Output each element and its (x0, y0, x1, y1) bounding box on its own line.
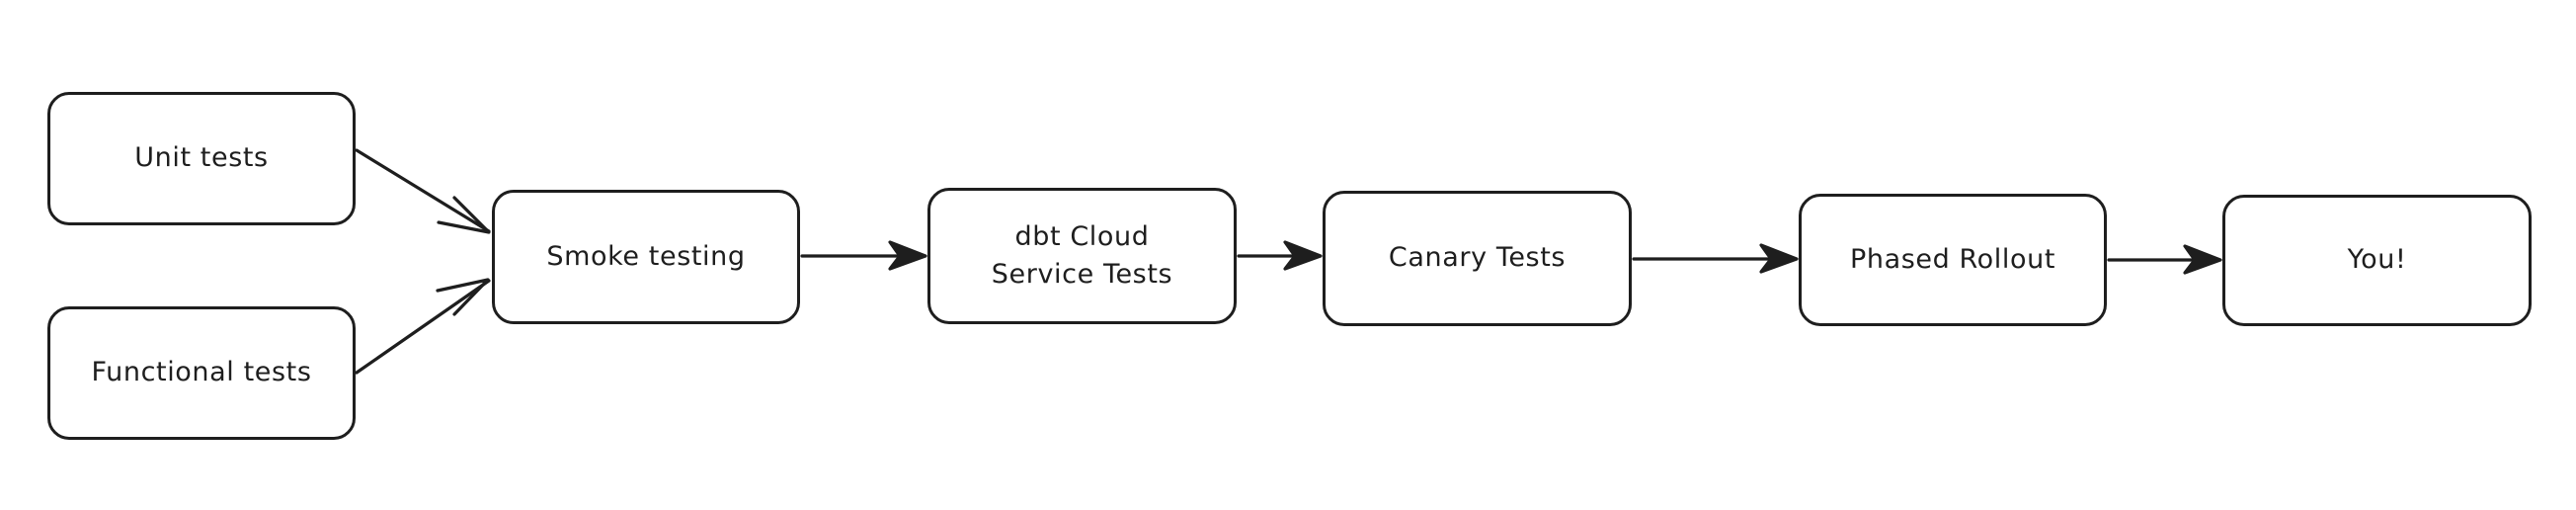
node-label-phased-rollout: Phased Rollout (1849, 243, 2056, 275)
node-dbt-cloud-service-tests[interactable]: dbt Cloud Service Tests (927, 188, 1237, 324)
node-label-smoke-testing: Smoke testing (546, 240, 746, 272)
node-label-dbt-cloud-service-tests: dbt Cloud Service Tests (991, 220, 1173, 290)
edge-dbt-cloud-to-canary-tests (1237, 240, 1323, 271)
node-smoke-testing[interactable]: Smoke testing (492, 190, 800, 324)
node-phased-rollout[interactable]: Phased Rollout (1799, 194, 2107, 326)
node-label-unit-tests: Unit tests (134, 142, 269, 174)
node-functional-tests[interactable]: Functional tests (47, 306, 356, 440)
node-label-canary-tests: Canary Tests (1388, 242, 1567, 274)
edge-canary-tests-to-phased-rollout (1632, 243, 1799, 274)
node-you[interactable]: You! (2222, 195, 2532, 326)
node-label-you: You! (2347, 244, 2407, 276)
node-canary-tests[interactable]: Canary Tests (1323, 191, 1632, 326)
edge-functional-tests-to-smoke-testing (355, 278, 491, 375)
edge-phased-rollout-to-you (2107, 244, 2222, 275)
edge-unit-tests-to-smoke-testing (355, 148, 491, 234)
node-unit-tests[interactable]: Unit tests (47, 92, 356, 225)
edge-smoke-testing-to-dbt-cloud (800, 240, 927, 271)
node-label-functional-tests: Functional tests (91, 357, 312, 388)
